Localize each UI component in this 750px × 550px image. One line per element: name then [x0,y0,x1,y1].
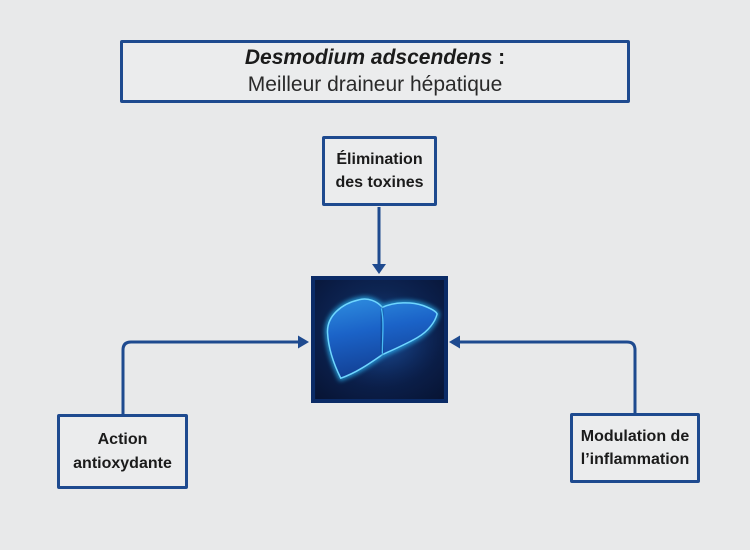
connector-left-to-liver [121,340,298,414]
node-label-line: antioxydante [73,454,172,472]
arrow-left-icon [449,335,460,349]
node-label-line: l’inflammation [580,451,690,468]
title-box: Desmodium adscendens : Meilleur draineur… [120,40,630,103]
node-label-line: Élimination [336,150,423,168]
node-modulation-inflammation: Modulation de l’inflammation [570,413,700,483]
arrow-right-icon [298,335,309,349]
arrow-down-icon [372,264,386,274]
liver-image [311,276,448,403]
node-elimination-toxines: Élimination des toxines [322,136,437,206]
plant-name-italic: Desmodium adscendens [244,46,493,70]
connector-right-to-liver [460,340,637,413]
node-label-line: Modulation de [580,427,690,445]
node-label-line: Action [97,431,148,449]
node-action-antioxydante: Action antioxydante [57,414,188,489]
title-colon: : [492,46,506,70]
node-label-line: des toxines [335,174,424,191]
plant-name-title: Desmodium adscendens : [245,46,505,70]
liver-icon [315,280,444,399]
title-subtitle: Meilleur draineur hépatique [247,72,503,96]
